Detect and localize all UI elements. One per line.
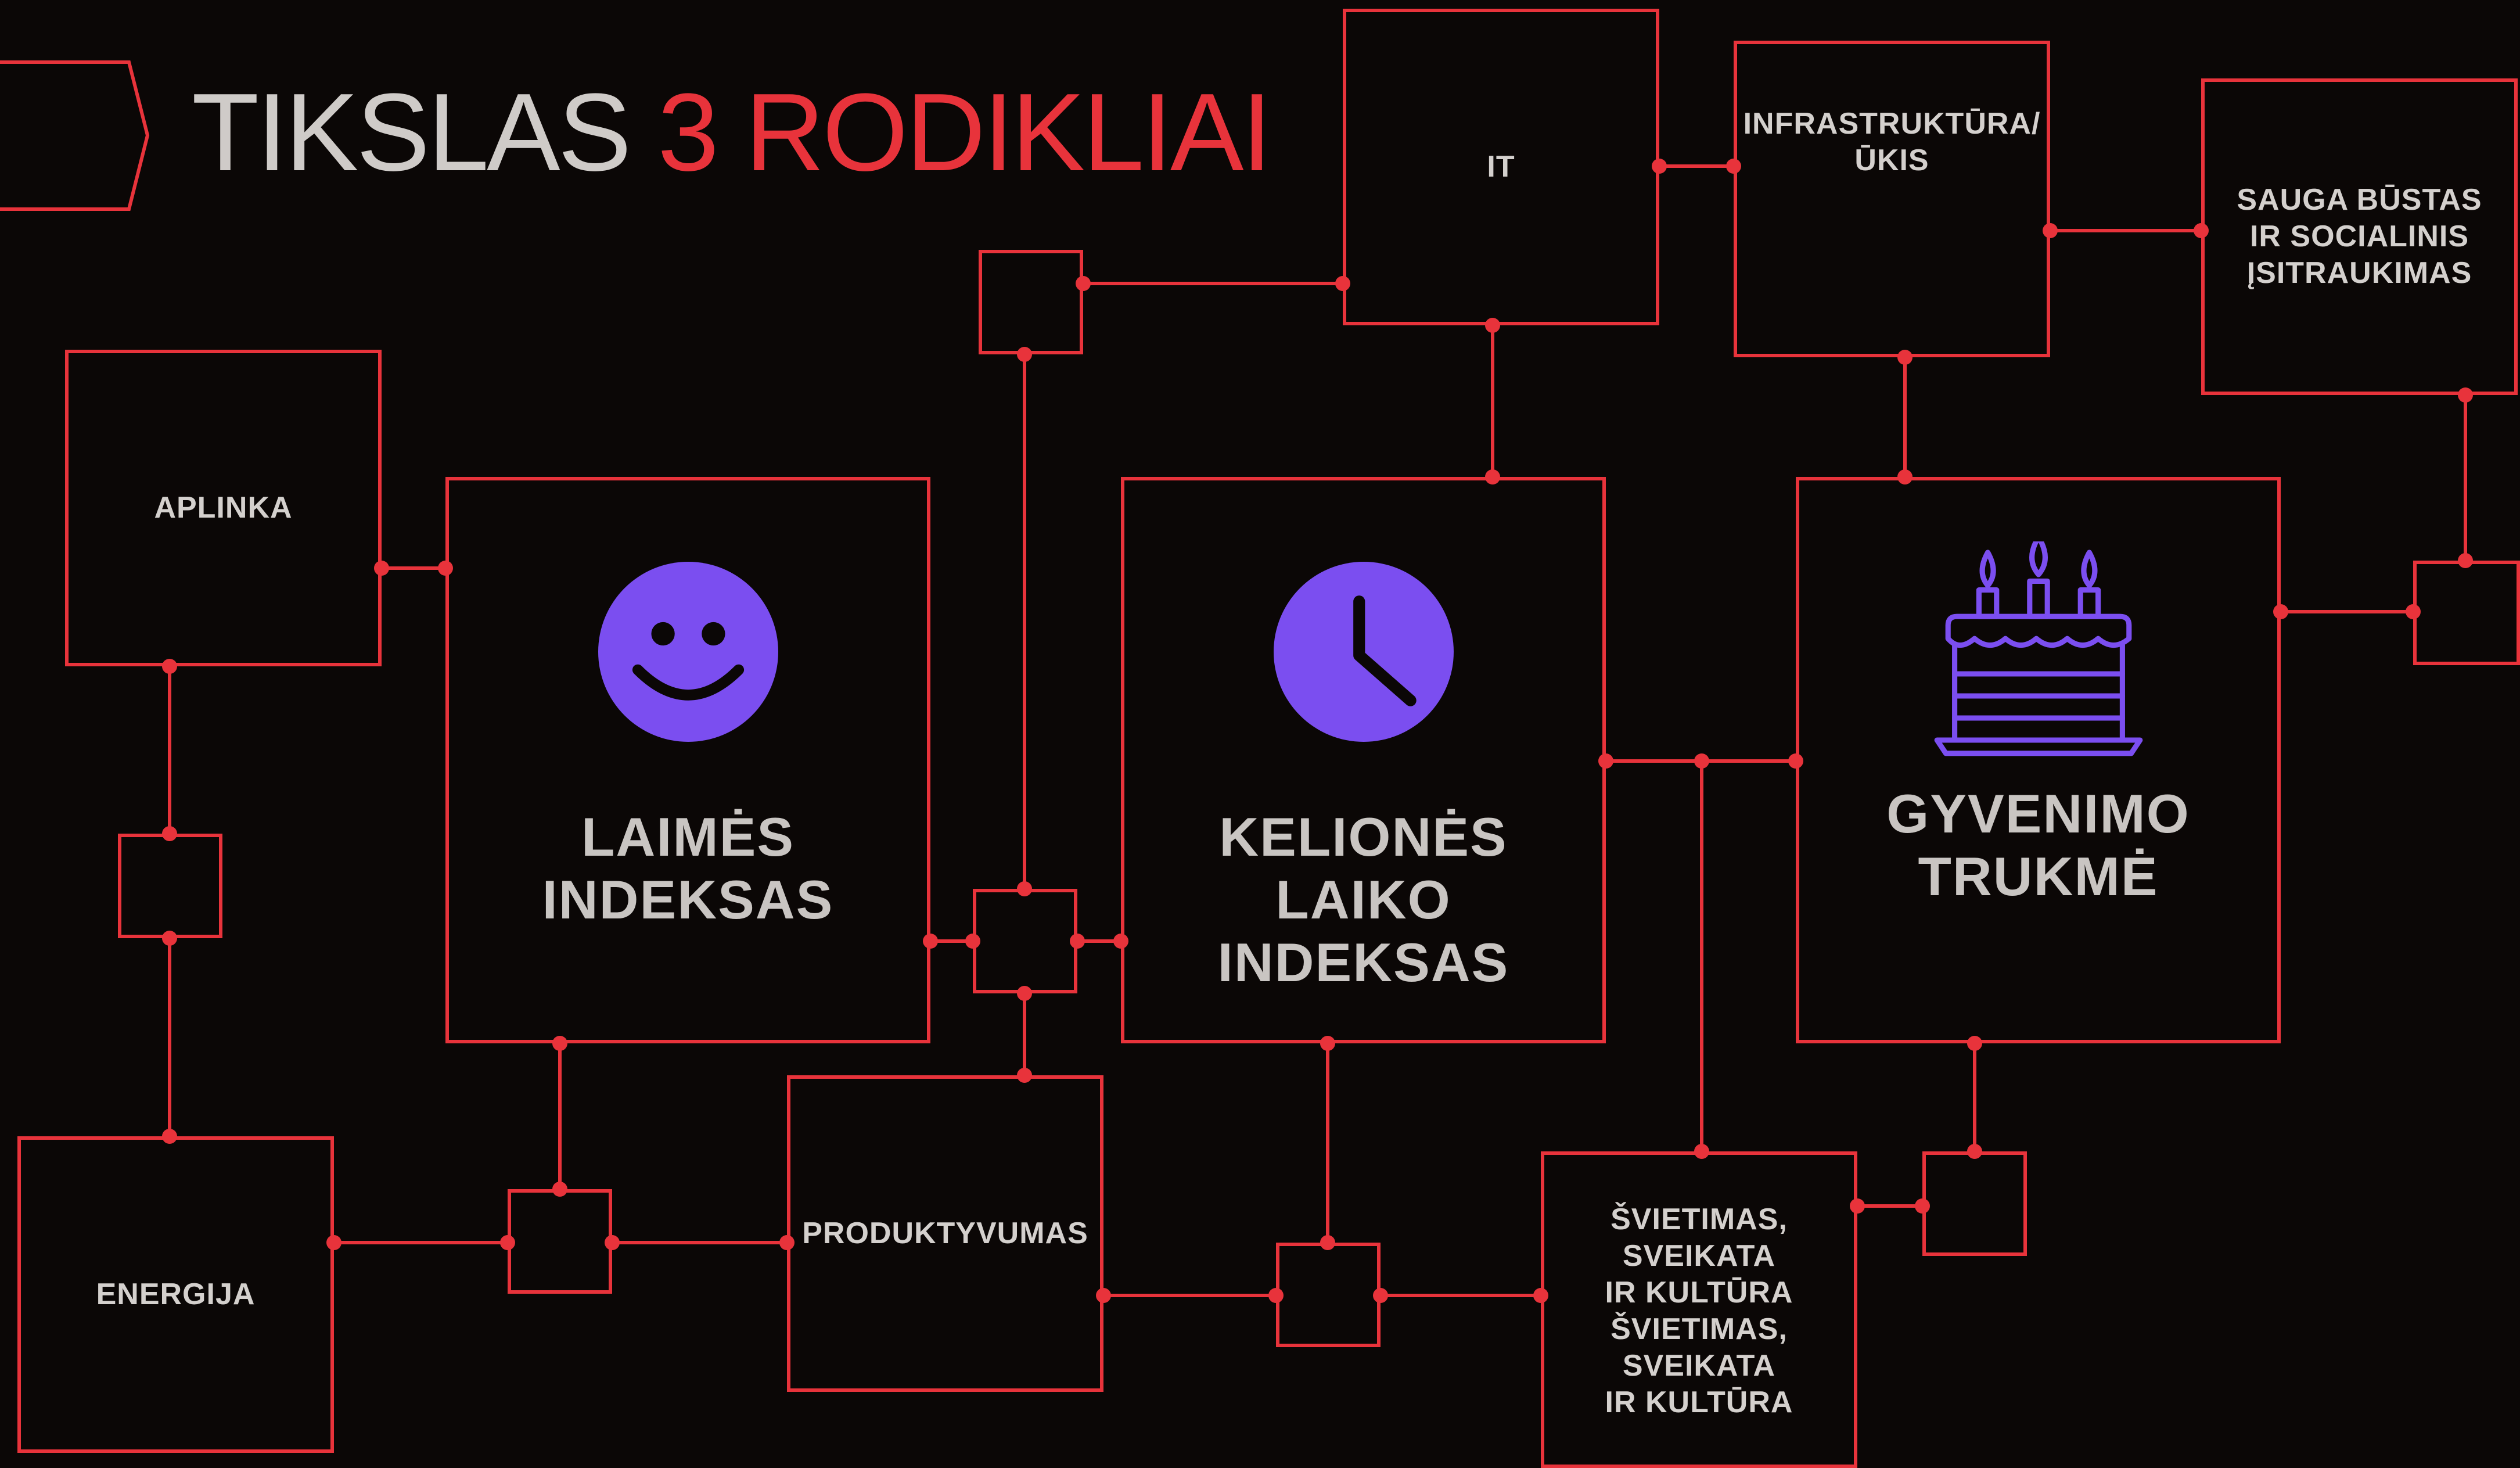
connector-node [1967, 1036, 1982, 1051]
area-security-housing: SAUGA BŪSTAS IR SOCIALINIS ĮSITRAUKIMAS [2201, 78, 2518, 395]
connector-node [552, 1036, 567, 1051]
indicator-life-expectancy: GYVENIMO TRUKMĖ [1796, 477, 2281, 1043]
clock-icon [1273, 562, 1454, 742]
junction-box [1922, 1151, 2027, 1256]
junction-box [118, 834, 222, 938]
connector-node [1598, 753, 1613, 769]
junction-box [973, 889, 1077, 993]
junction-box [979, 250, 1083, 354]
connector-node [1320, 1036, 1335, 1051]
area-it: IT [1343, 9, 1659, 325]
area-label: INFRASTRUKTŪRA/ ŪKIS [1743, 107, 2041, 177]
connector-node [2043, 223, 2058, 238]
connector-node [2273, 604, 2288, 619]
area-label: APLINKA [154, 491, 293, 525]
junction-box [1276, 1243, 1381, 1347]
area-label: SAUGA BŪSTAS IR SOCIALINIS ĮSITRAUKIMAS [2237, 183, 2482, 290]
connector-node [1850, 1198, 1865, 1214]
indicator-label: GYVENIMO TRUKMĖ [1886, 783, 2190, 907]
connector-node [1096, 1288, 1111, 1303]
area-label: PRODUKTYVUMAS [802, 1216, 1088, 1250]
connector-node [162, 659, 177, 674]
area-label: ŠVIETIMAS, SVEIKATA IR KULTŪRA ŠVIETIMAS… [1605, 1203, 1793, 1419]
area-energy: ENERGIJA [17, 1136, 334, 1453]
junction-box [508, 1189, 612, 1294]
connector-node [1694, 753, 1709, 769]
connector-node [1373, 1288, 1388, 1303]
connector-node [162, 931, 177, 946]
indicator-label: LAIMĖS INDEKSAS [542, 806, 834, 930]
connector-node [1897, 350, 1913, 365]
area-productivity: PRODUKTYVUMAS [787, 1075, 1103, 1392]
connector-node [2458, 387, 2473, 403]
area-label: IT [1487, 150, 1515, 184]
connector-node [374, 561, 389, 576]
connector-node [1017, 347, 1032, 362]
area-infrastructure: INFRASTRUKTŪRA/ ŪKIS [1734, 41, 2050, 357]
connector-node [923, 934, 938, 949]
connector-node [1652, 159, 1667, 174]
connector-node [1485, 318, 1500, 333]
birthday-cake-icon [1934, 541, 2142, 756]
page-title: TIKSLAS 3 RODIKLIAI [192, 69, 1272, 196]
area-environment: APLINKA [65, 350, 382, 666]
smiley-icon [598, 562, 778, 742]
indicator-label: KELIONĖS LAIKO INDEKSAS [1217, 806, 1509, 993]
indicator-happiness-index: LAIMĖS INDEKSAS [445, 477, 930, 1043]
connector-node [605, 1235, 620, 1250]
connector-node [1076, 276, 1091, 291]
arrow-tab [0, 60, 150, 211]
area-label: ENERGIJA [96, 1277, 256, 1311]
title-part-1: TIKSLAS [192, 71, 631, 194]
connector-node [326, 1235, 341, 1250]
connector-node [1070, 934, 1085, 949]
connector-node [1017, 986, 1032, 1001]
title-part-2: 3 RODIKLIAI [657, 71, 1272, 194]
area-education-health-culture: ŠVIETIMAS, SVEIKATA IR KULTŪRA ŠVIETIMAS… [1541, 1151, 1857, 1468]
junction-box [2413, 561, 2520, 665]
indicator-travel-time-index: KELIONĖS LAIKO INDEKSAS [1121, 477, 1606, 1043]
